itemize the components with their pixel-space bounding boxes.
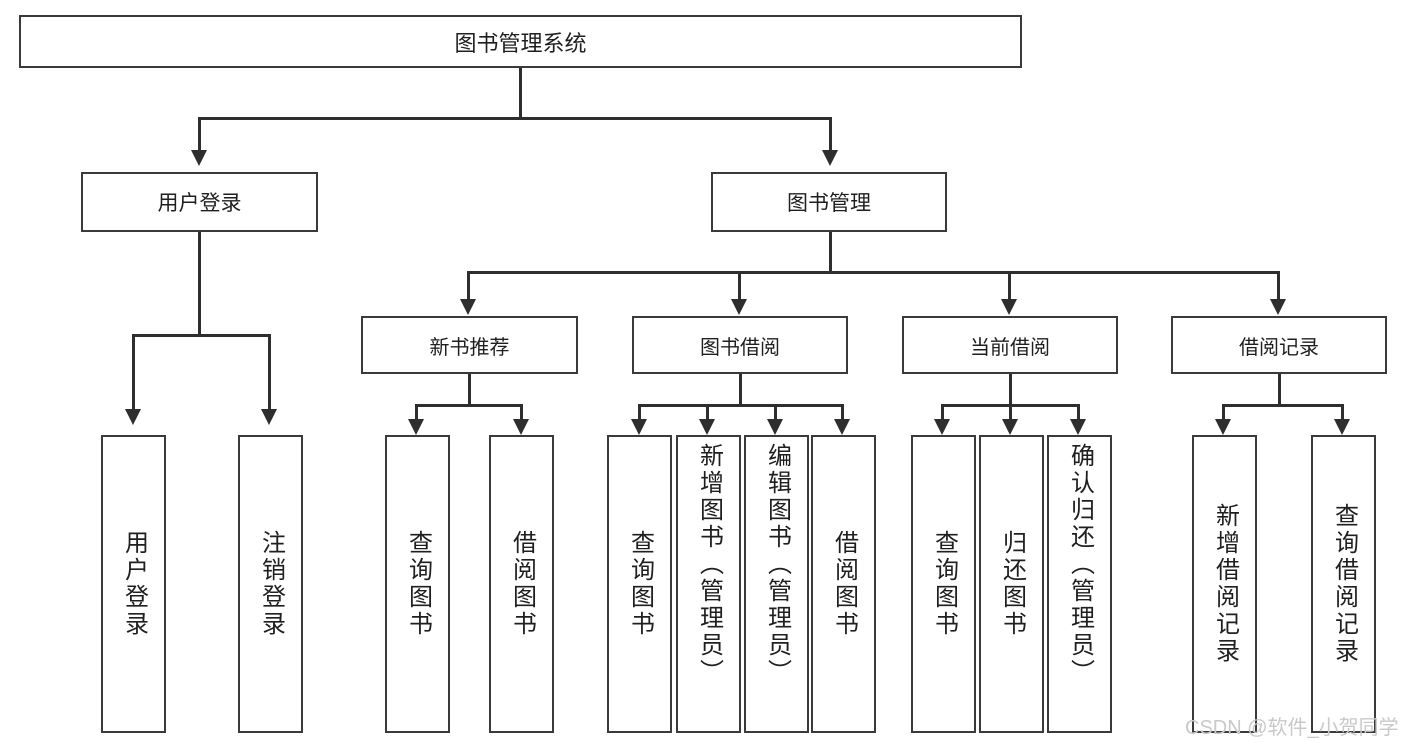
leaf-confirm-return-admin[interactable]: 确认归还（管理员） — [1047, 435, 1112, 733]
leaf-return-book[interactable]: 归还图书 — [979, 435, 1044, 733]
connector-bb-bus — [638, 404, 844, 407]
leaf-user-login[interactable]: 用户登录 — [101, 435, 166, 733]
arrowhead-book-manage — [822, 150, 838, 166]
leaf-query-book-cb[interactable]: 查询图书 — [911, 435, 976, 733]
leaf-add-book-admin[interactable]: 新增图书（管理员） — [676, 435, 741, 733]
connector-user-login-leaf-1 — [132, 334, 135, 411]
connector-bb-leaf-1 — [638, 404, 641, 422]
connector-br-bus — [1222, 404, 1344, 407]
leaf-label: 借阅图书 — [508, 530, 536, 638]
leaf-add-borrow-record[interactable]: 新增借阅记录 — [1192, 435, 1257, 733]
connector-bm-child-2 — [738, 271, 741, 301]
arrowhead-new-book-recommend — [460, 299, 476, 315]
arrowhead-br-leaf-1 — [1215, 419, 1231, 435]
connector-cb-leaf-2 — [1009, 404, 1012, 422]
connector-nbr-leaf-1 — [415, 404, 418, 422]
arrowhead-current-borrow — [1001, 299, 1017, 315]
connector-book-manage-bus — [467, 271, 1278, 274]
node-user-login[interactable]: 用户登录 — [81, 172, 318, 232]
arrowhead-cb-leaf-2 — [1002, 419, 1018, 435]
node-label: 用户登录 — [157, 192, 242, 215]
leaf-label: 确认归还（管理员） — [1066, 443, 1094, 686]
arrowhead-bb-leaf-3 — [767, 419, 783, 435]
connector-bb-leaf-2 — [706, 404, 709, 422]
connector-root-stem — [519, 68, 522, 118]
connector-book-manage-stem — [829, 232, 832, 273]
leaf-label: 查询图书 — [626, 530, 654, 638]
connector-root-bus — [198, 117, 832, 120]
arrowhead-user-login — [191, 150, 207, 166]
arrowhead-nbr-leaf-2 — [513, 419, 529, 435]
leaf-label: 新增图书（管理员） — [695, 443, 723, 686]
connector-cb-leaf-3 — [1077, 404, 1080, 422]
leaf-logout[interactable]: 注销登录 — [238, 435, 303, 733]
leaf-borrow-book-nbr[interactable]: 借阅图书 — [489, 435, 554, 733]
connector-bb-stem — [739, 374, 742, 406]
arrowhead-br-leaf-2 — [1334, 419, 1350, 435]
connector-root-to-book-manage — [829, 117, 832, 152]
connector-user-login-leaf-2 — [268, 334, 271, 411]
leaf-label: 编辑图书（管理员） — [763, 443, 791, 686]
leaf-label: 新增借阅记录 — [1211, 503, 1239, 665]
arrowhead-nbr-leaf-1 — [408, 419, 424, 435]
leaf-label: 归还图书 — [998, 530, 1026, 638]
arrowhead-cb-leaf-3 — [1070, 419, 1086, 435]
leaf-label: 查询借阅记录 — [1330, 503, 1358, 665]
connector-user-login-bus — [132, 334, 271, 337]
leaf-label: 注销登录 — [257, 530, 285, 638]
connector-bm-child-4 — [1277, 271, 1280, 301]
leaf-label: 查询图书 — [930, 530, 958, 638]
arrowhead-leaf-user-login — [125, 409, 141, 425]
connector-bb-leaf-4 — [841, 404, 844, 422]
node-label: 当前借阅 — [970, 336, 1050, 359]
connector-cb-stem — [1009, 374, 1012, 406]
leaf-label: 查询图书 — [404, 530, 432, 638]
connector-user-login-stem — [198, 232, 201, 335]
connector-bm-child-3 — [1008, 271, 1011, 301]
arrowhead-bb-leaf-4 — [834, 419, 850, 435]
connector-br-stem — [1278, 374, 1281, 406]
connector-root-to-user-login — [198, 117, 201, 152]
leaf-borrow-book-bb[interactable]: 借阅图书 — [811, 435, 876, 733]
node-label: 图书借阅 — [700, 336, 780, 359]
leaf-label: 借阅图书 — [830, 530, 858, 638]
node-book-borrow[interactable]: 图书借阅 — [632, 316, 848, 374]
node-label: 新书推荐 — [429, 336, 510, 359]
node-new-book-recommend[interactable]: 新书推荐 — [361, 316, 578, 374]
connector-br-leaf-2 — [1341, 404, 1344, 422]
leaf-edit-book-admin[interactable]: 编辑图书（管理员） — [744, 435, 809, 733]
connector-bb-leaf-3 — [774, 404, 777, 422]
arrowhead-bb-leaf-1 — [631, 419, 647, 435]
arrowhead-bb-leaf-2 — [699, 419, 715, 435]
leaf-query-book-bb[interactable]: 查询图书 — [607, 435, 672, 733]
node-borrow-record[interactable]: 借阅记录 — [1171, 316, 1387, 374]
leaf-query-borrow-record[interactable]: 查询借阅记录 — [1311, 435, 1376, 733]
node-root-system[interactable]: 图书管理系统 — [19, 15, 1022, 68]
leaf-query-book-nbr[interactable]: 查询图书 — [385, 435, 450, 733]
node-label: 图书管理系统 — [454, 30, 587, 56]
arrowhead-leaf-logout — [261, 409, 277, 425]
arrowhead-borrow-record — [1270, 299, 1286, 315]
node-book-manage[interactable]: 图书管理 — [711, 172, 947, 232]
connector-br-leaf-1 — [1222, 404, 1225, 422]
arrowhead-book-borrow — [731, 299, 747, 315]
connector-nbr-leaf-2 — [520, 404, 523, 422]
node-label: 图书管理 — [787, 192, 871, 215]
connector-nbr-bus — [415, 404, 523, 407]
leaf-label: 用户登录 — [120, 530, 148, 638]
node-label: 借阅记录 — [1239, 336, 1319, 359]
arrowhead-cb-leaf-1 — [934, 419, 950, 435]
connector-cb-leaf-1 — [941, 404, 944, 422]
connector-bm-child-1 — [467, 271, 470, 301]
node-current-borrow[interactable]: 当前借阅 — [902, 316, 1118, 374]
connector-nbr-stem — [468, 374, 471, 406]
